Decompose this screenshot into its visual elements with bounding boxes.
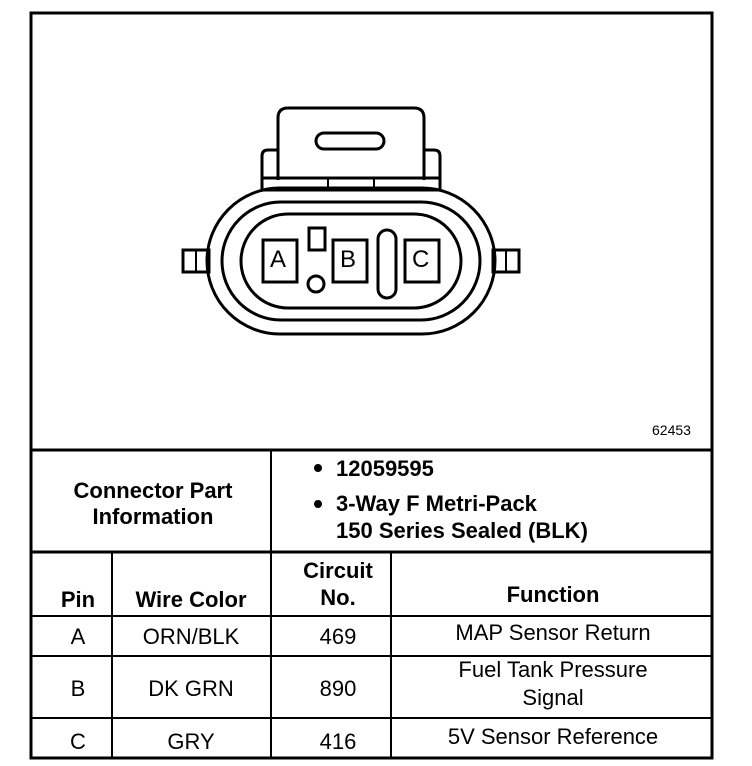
connector-body-inner	[220, 200, 482, 322]
bullet-1	[314, 464, 322, 472]
row-b-pin: B	[70, 676, 86, 701]
divider-bar	[376, 228, 398, 300]
pin-b-label: B	[340, 246, 357, 273]
header-circuit-line2: No.	[320, 585, 356, 610]
row-a-wire-color: ORN/BLK	[142, 624, 240, 649]
pin-a-box	[261, 238, 299, 284]
latch-tab	[276, 106, 426, 180]
header-pin: Pin	[60, 587, 96, 612]
pin-b-box	[331, 238, 369, 284]
header-function: Function	[506, 582, 600, 607]
row-c-wire-color: GRY	[167, 729, 215, 754]
connector-body-outer	[205, 186, 497, 336]
row-a-function: MAP Sensor Return	[455, 620, 651, 645]
header-wire-color: Wire Color	[135, 587, 247, 612]
part-info-label-line1: Connector Part	[73, 478, 233, 503]
row-c-pin: C	[70, 729, 86, 754]
header-circuit-line1: Circuit	[303, 558, 373, 583]
row-b-wire-color: DK GRN	[148, 676, 234, 701]
connector-shoulder	[260, 148, 442, 190]
pin-c-label: C	[412, 246, 430, 273]
part-description-line2: 150 Series Sealed (BLK)	[336, 518, 588, 543]
part-description-line1: 3-Way F Metri-Pack	[336, 491, 537, 516]
key-small	[307, 226, 327, 252]
row-b-function-line2: Signal	[522, 685, 584, 710]
row-a-circuit: 469	[319, 624, 357, 649]
row-b-function-line1: Fuel Tank Pressure	[458, 657, 648, 682]
outer-border	[29, 11, 714, 760]
part-info-label-line2: Information	[92, 504, 214, 529]
pin-a-label: A	[270, 246, 287, 273]
row-b-circuit: 890	[319, 676, 357, 701]
figure-number: 62453	[652, 422, 691, 438]
row-c-circuit: 416	[319, 729, 357, 754]
row-a-pin: A	[70, 624, 86, 649]
part-number: 12059595	[336, 456, 434, 481]
key-circle	[306, 274, 326, 294]
latch-slot	[314, 131, 386, 151]
connector-body-core	[239, 212, 463, 310]
row-c-function: 5V Sensor Reference	[447, 724, 659, 749]
bullet-2	[314, 500, 322, 508]
connector-drawing	[181, 106, 521, 336]
pin-c-box	[403, 238, 441, 284]
